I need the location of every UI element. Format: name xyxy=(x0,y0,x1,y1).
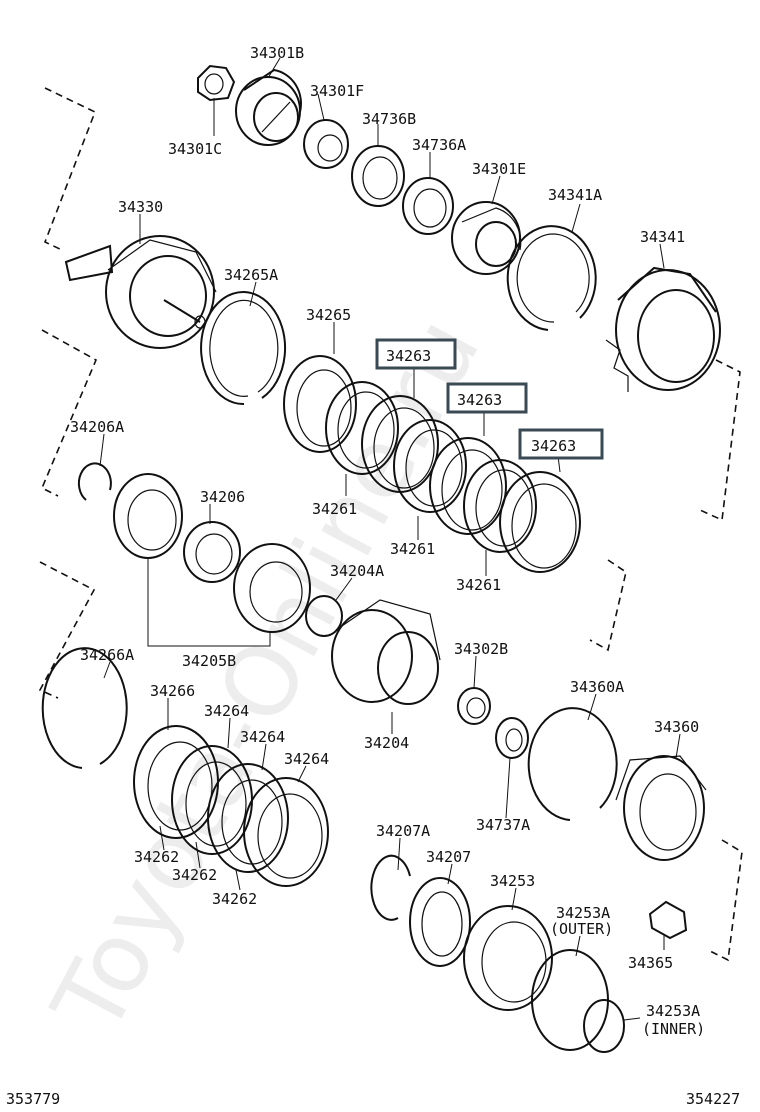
snap-ring-34341a xyxy=(506,225,597,331)
bearing-34302b xyxy=(457,687,491,725)
snap-ring-34207a xyxy=(370,854,411,921)
part-label[interactable]: 34263 xyxy=(531,437,576,455)
plate-34265 xyxy=(283,355,357,453)
washer-34736a xyxy=(402,177,454,235)
snap-ring-34265a xyxy=(200,291,287,406)
part-label[interactable]: 34205B xyxy=(182,652,236,670)
planetary-carrier-34330 xyxy=(64,235,217,349)
watermark: Toyota-Online.ru xyxy=(31,300,502,1052)
nut-34301c xyxy=(197,64,236,102)
part-label[interactable]: 34330 xyxy=(118,198,163,216)
highlight-box-34263-c xyxy=(518,428,604,460)
bearing-race-34205b-b xyxy=(233,543,311,633)
part-label[interactable]: 34266A xyxy=(80,646,134,664)
part-label[interactable]: 34265 xyxy=(306,306,351,324)
part-label[interactable]: 34261 xyxy=(390,540,435,558)
part-label[interactable]: 34301E xyxy=(472,160,526,178)
part-label[interactable]: 34360 xyxy=(654,718,699,736)
snap-ring-34206a xyxy=(77,462,112,501)
part-label[interactable]: 34253A xyxy=(556,904,610,922)
part-label[interactable]: 34206 xyxy=(200,488,245,506)
figure-number-left: 353779 xyxy=(6,1090,60,1108)
part-label[interactable]: 34265A xyxy=(224,266,278,284)
bearing-race-34301f xyxy=(303,119,349,169)
part-label[interactable]: 34264 xyxy=(284,750,329,768)
plate-34263-c xyxy=(499,471,581,573)
part-label[interactable]: 34262 xyxy=(212,890,257,908)
figure-number-right: 354227 xyxy=(686,1090,740,1108)
part-label[interactable]: 34204A xyxy=(330,562,384,580)
washer-34736b xyxy=(351,145,405,207)
part-labels: 34301B 34301F 34301C 34736B 34736A 34301… xyxy=(70,44,705,1038)
piston-34253 xyxy=(463,905,553,1011)
sun-gear-34204 xyxy=(331,599,441,705)
part-label[interactable]: 34261 xyxy=(456,576,501,594)
part-label[interactable]: 34302B xyxy=(454,640,508,658)
drum-34341 xyxy=(605,266,721,392)
o-ring-34253a-inner xyxy=(583,999,625,1053)
bracket-34205b xyxy=(147,558,271,647)
part-label[interactable]: 34262 xyxy=(134,848,179,866)
o-ring-34204a xyxy=(305,595,343,637)
highlight-box-34263-a xyxy=(375,338,457,370)
part-label[interactable]: 34736A xyxy=(412,136,466,154)
part-label[interactable]: 34207A xyxy=(376,822,430,840)
part-label[interactable]: 34264 xyxy=(240,728,285,746)
part-label[interactable]: 34365 xyxy=(628,954,673,972)
part-label[interactable]: 34261 xyxy=(312,500,357,518)
clip-34365 xyxy=(648,900,688,940)
qualifier-inner: (INNER) xyxy=(642,1020,705,1038)
o-ring-34253a-outer xyxy=(531,949,609,1051)
bearing-34301b xyxy=(235,68,302,146)
part-label[interactable]: 34204 xyxy=(364,734,409,752)
part-label[interactable]: 34341 xyxy=(640,228,685,246)
hub-34360 xyxy=(615,755,707,861)
disc-34264-c xyxy=(243,777,329,887)
highlight-box-34263-b xyxy=(446,382,528,414)
part-label[interactable]: 34301F xyxy=(310,82,364,100)
part-label[interactable]: 34264 xyxy=(204,702,249,720)
leader-lines xyxy=(99,57,681,1021)
one-way-clutch-34206 xyxy=(183,521,241,583)
part-label[interactable]: 34301C xyxy=(168,140,222,158)
part-label[interactable]: 34341A xyxy=(548,186,602,204)
part-label[interactable]: 34360A xyxy=(570,678,624,696)
snap-ring-34266a xyxy=(41,647,128,769)
snap-ring-34360a xyxy=(527,707,618,821)
part-label[interactable]: 34737A xyxy=(476,816,530,834)
one-way-clutch-34207 xyxy=(409,877,471,967)
part-label[interactable]: 34206A xyxy=(70,418,124,436)
bearing-race-34205b-a xyxy=(113,473,183,559)
part-label[interactable]: 34266 xyxy=(150,682,195,700)
plate-34263-b xyxy=(429,437,507,535)
part-label[interactable]: 34263 xyxy=(386,347,431,365)
part-label[interactable]: 34253A xyxy=(646,1002,700,1020)
part-label[interactable]: 34301B xyxy=(250,44,304,62)
part-label[interactable]: 34736B xyxy=(362,110,416,128)
part-label[interactable]: 34253 xyxy=(490,872,535,890)
phantom-lines xyxy=(38,87,743,962)
part-label[interactable]: 34263 xyxy=(457,391,502,409)
bearing-34301e xyxy=(451,201,522,275)
part-label[interactable]: 34262 xyxy=(172,866,217,884)
washer-34737a xyxy=(495,717,529,759)
qualifier-outer: (OUTER) xyxy=(550,920,613,938)
part-label[interactable]: 34207 xyxy=(426,848,471,866)
